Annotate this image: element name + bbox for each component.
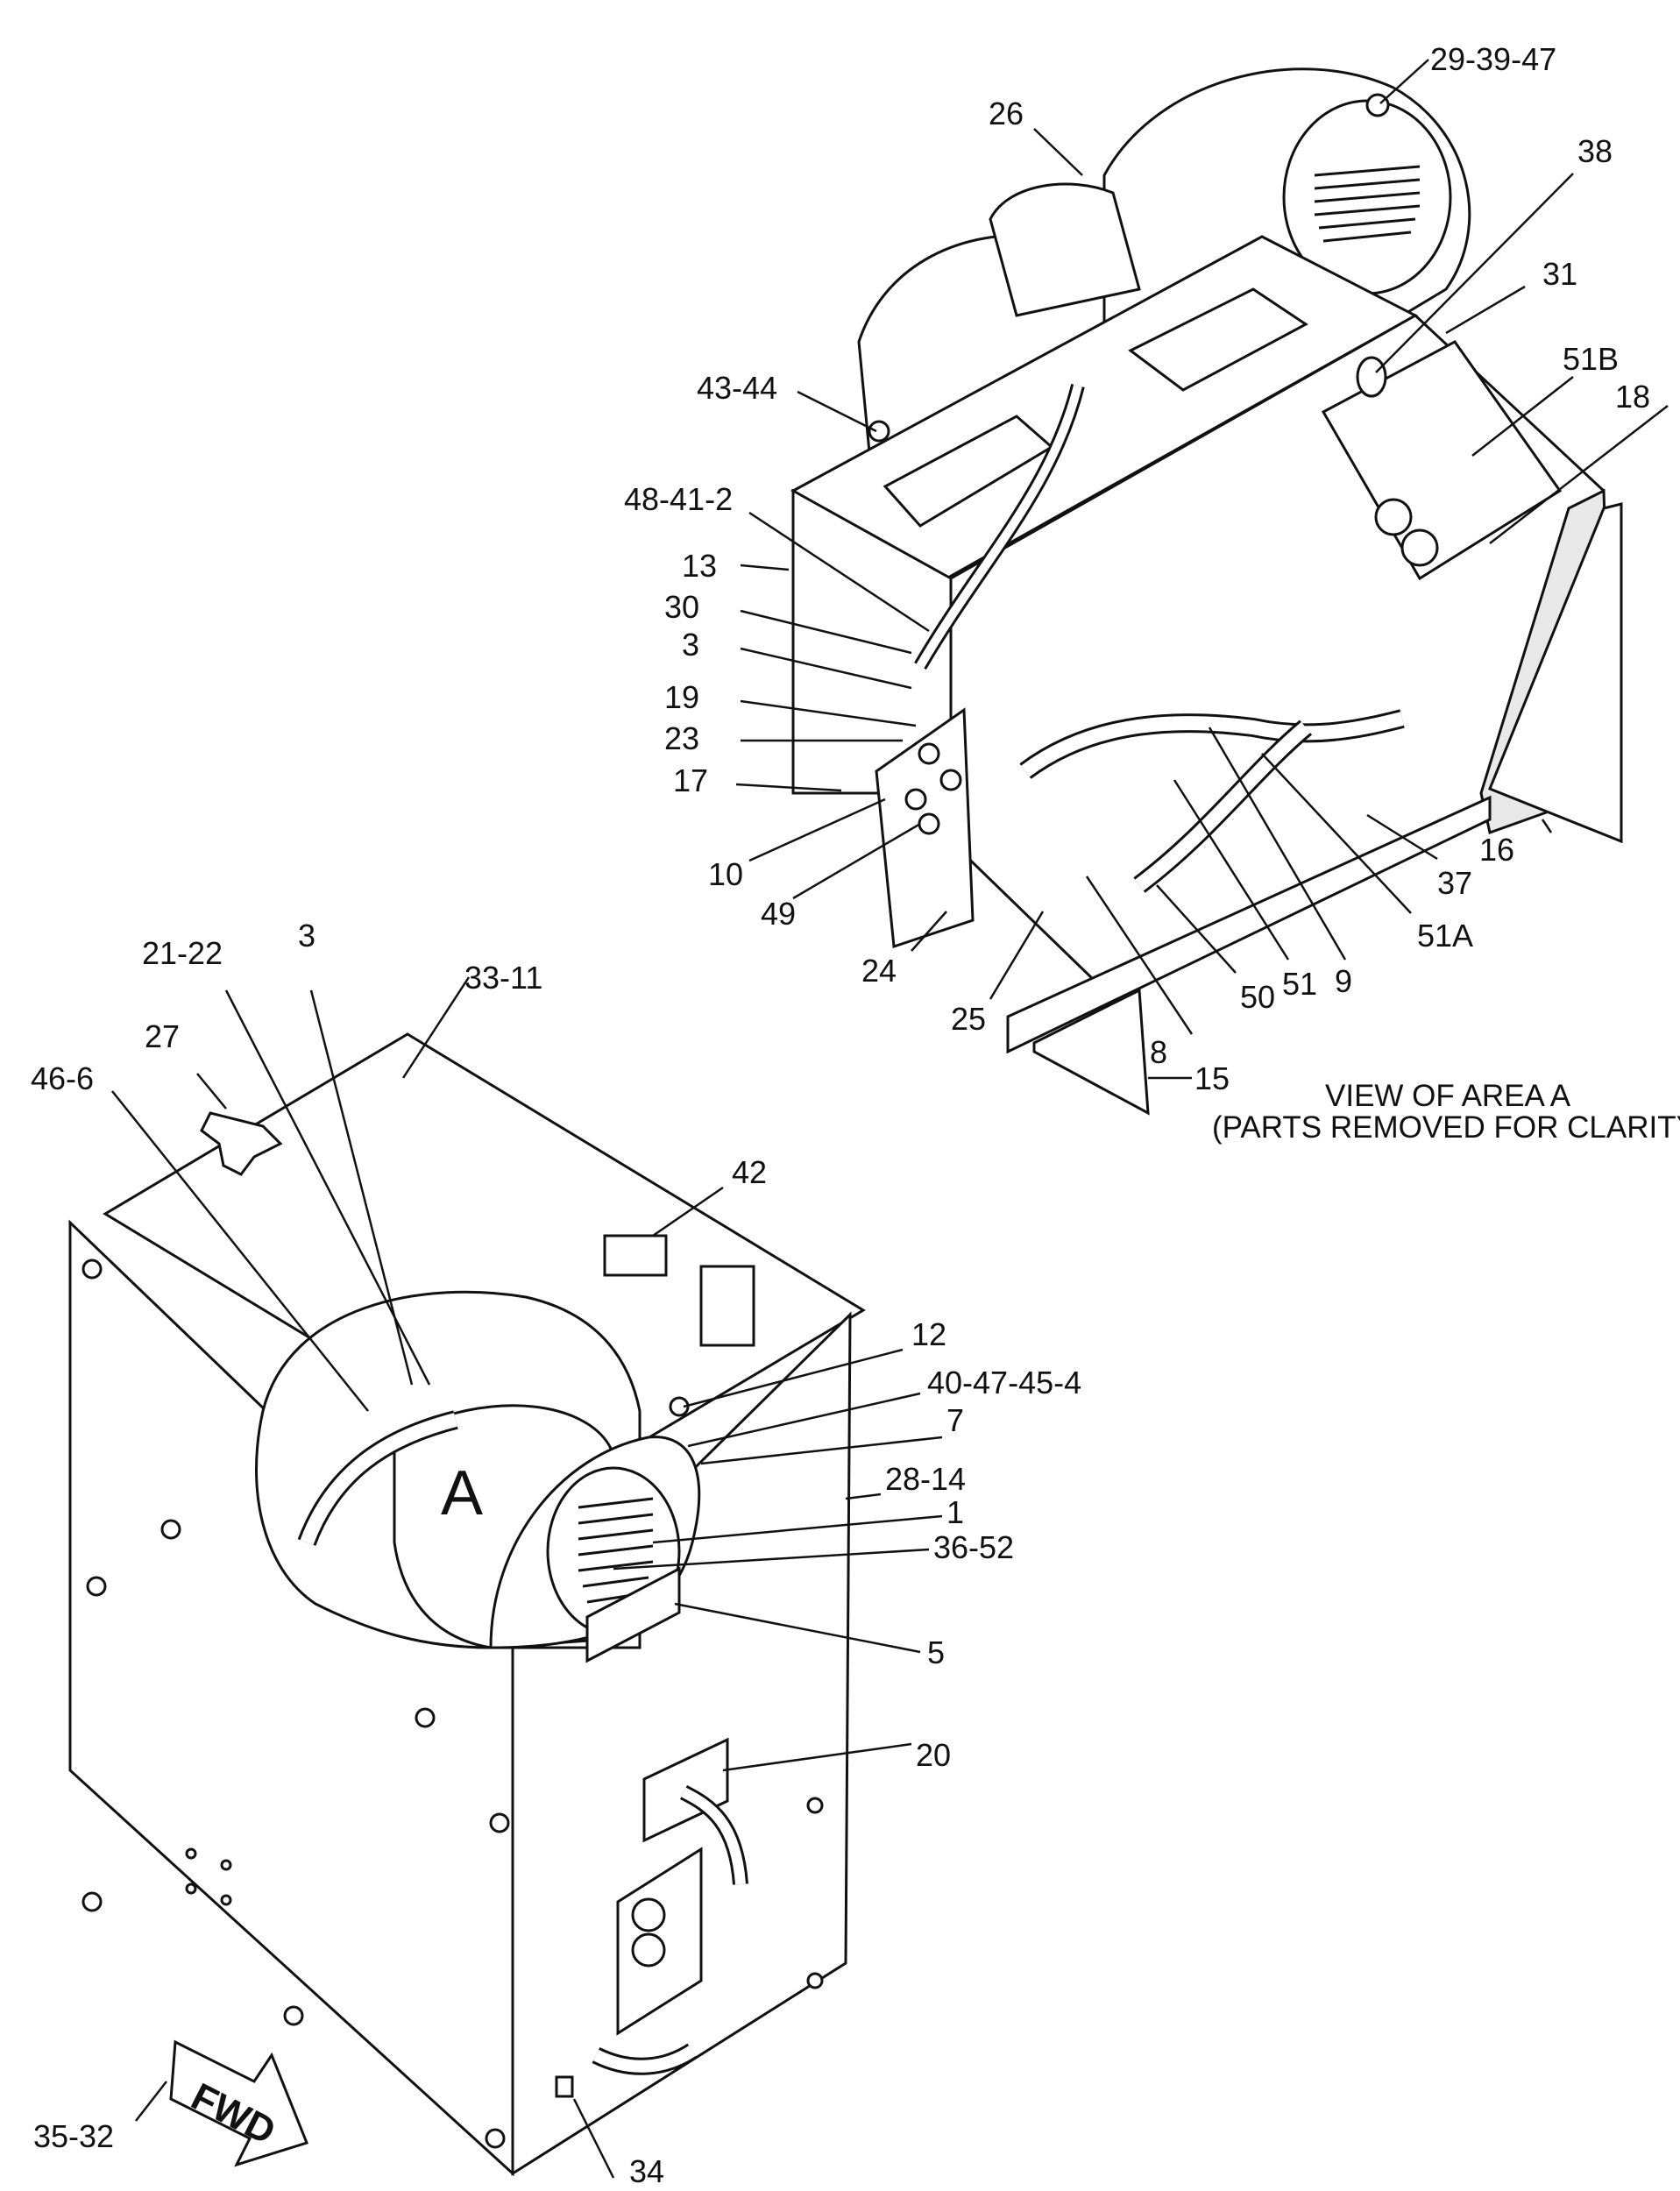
callout-33-11: 33-11 xyxy=(464,960,542,996)
bolt xyxy=(806,1797,824,1814)
callout-17: 17 xyxy=(673,762,708,798)
callout-24: 24 xyxy=(861,953,897,989)
callout-28-14: 28-14 xyxy=(885,1461,966,1497)
callout-31: 31 xyxy=(1542,256,1577,292)
callout-48-41-2: 48-41-2 xyxy=(624,481,733,517)
valve-port-3 xyxy=(904,788,927,811)
bolt xyxy=(669,1396,690,1417)
callout-43-44: 43-44 xyxy=(697,370,777,406)
callout-38: 38 xyxy=(1577,133,1613,169)
callout-30: 30 xyxy=(664,589,699,625)
knob-27 xyxy=(200,1111,283,1176)
wire-harness-inner xyxy=(916,384,1082,669)
callout-3-lower: 3 xyxy=(298,918,315,954)
callout-20: 20 xyxy=(916,1737,951,1773)
flange-plate-16 xyxy=(1488,502,1623,844)
heater-hose-51A-inner xyxy=(1135,721,1311,891)
bolt xyxy=(82,1259,103,1280)
panel-holes xyxy=(185,1847,232,1906)
callout-10: 10 xyxy=(708,856,743,892)
bolt xyxy=(415,1707,436,1728)
connector-plug xyxy=(699,1265,755,1347)
valve-fitting-1 xyxy=(631,1897,666,1932)
callout-50: 50 xyxy=(1240,979,1275,1015)
callout-18: 18 xyxy=(1615,379,1650,415)
valve-port-1 xyxy=(918,742,940,765)
connector-42 xyxy=(603,1234,668,1277)
callout-12: 12 xyxy=(911,1316,946,1352)
callout-1: 1 xyxy=(946,1494,964,1530)
water-outlet-tube-inner xyxy=(681,1787,746,1885)
callout-15: 15 xyxy=(1194,1060,1230,1096)
lower-assembly: FWD A xyxy=(68,1032,866,2177)
caption-line-1: VIEW OF AREA A xyxy=(1325,1079,1571,1113)
callout-8: 8 xyxy=(1150,1034,1167,1070)
bolt xyxy=(485,2128,506,2149)
blower-wheel-vanes xyxy=(1314,165,1421,243)
callout-7: 7 xyxy=(946,1402,964,1438)
callout-9: 9 xyxy=(1335,963,1352,999)
callout-5: 5 xyxy=(927,1634,945,1670)
callout-49: 49 xyxy=(761,896,796,932)
upper-assembly xyxy=(790,67,1623,1116)
bottom-flange-15 xyxy=(1032,988,1150,1116)
water-inlet-tube-inner xyxy=(592,2046,696,2073)
callout-40-47-45-4: 40-47-45-4 xyxy=(927,1365,1081,1400)
valve-port-4 xyxy=(918,812,940,835)
callout-42: 42 xyxy=(732,1154,767,1190)
valve-port-2 xyxy=(939,769,962,791)
callout-19: 19 xyxy=(664,679,699,715)
fitting-2 xyxy=(1400,528,1439,567)
callout-16: 16 xyxy=(1479,832,1514,868)
bolt xyxy=(489,1812,510,1833)
top-plate-window-2 xyxy=(1128,287,1308,392)
nameplate-5 xyxy=(585,1566,681,1663)
fitting-1 xyxy=(1374,498,1413,536)
leader-lines-upper xyxy=(735,59,1669,1080)
fwd-arrow xyxy=(169,2039,308,2167)
callout-51: 51 xyxy=(1282,966,1317,1002)
callout-29-39-47: 29-39-47 xyxy=(1430,41,1556,77)
caption-line-2: (PARTS REMOVED FOR CLARITY) xyxy=(1212,1110,1680,1145)
bolt xyxy=(806,1972,824,1989)
callout-13: 13 xyxy=(682,548,717,584)
leader-lines-lower xyxy=(111,976,943,2179)
callout-27: 27 xyxy=(145,1018,180,1054)
bolt xyxy=(283,2005,304,2026)
bolt xyxy=(82,1891,103,1912)
heater-hose-loop-inner xyxy=(300,1413,457,1545)
callout-36-52: 36-52 xyxy=(933,1529,1014,1565)
callout-51B: 51B xyxy=(1563,341,1619,377)
callout-23: 23 xyxy=(664,720,699,756)
valve-fitting-2 xyxy=(631,1932,666,1968)
callout-labels: 29-39-47 26 38 31 51B 43-44 18 48-41-2 1… xyxy=(31,41,1650,2189)
view-caption: VIEW OF AREA A (PARTS REMOVED FOR CLARIT… xyxy=(1212,1079,1680,1145)
blower-motor xyxy=(989,182,1141,317)
bolt-43-44 xyxy=(868,420,890,443)
heater-hose-51-inner xyxy=(1021,712,1404,777)
heater-front-panel xyxy=(511,1311,852,2176)
callout-26: 26 xyxy=(989,96,1024,131)
callout-34: 34 xyxy=(629,2153,664,2189)
callout-3-upper: 3 xyxy=(682,627,699,663)
callout-37: 37 xyxy=(1437,865,1472,901)
area-a-marker: A xyxy=(441,1458,483,1528)
bolt xyxy=(160,1519,181,1540)
bottom-rail xyxy=(1006,795,1492,1054)
bolt xyxy=(86,1576,107,1597)
callout-21-22: 21-22 xyxy=(142,935,223,971)
callout-35-32: 35-32 xyxy=(33,2118,114,2154)
callout-51A: 51A xyxy=(1417,918,1473,954)
callout-25: 25 xyxy=(951,1001,986,1037)
callout-46-6: 46-6 xyxy=(31,1060,94,1096)
drain-34 xyxy=(555,2075,574,2098)
connector-38 xyxy=(1356,356,1387,398)
